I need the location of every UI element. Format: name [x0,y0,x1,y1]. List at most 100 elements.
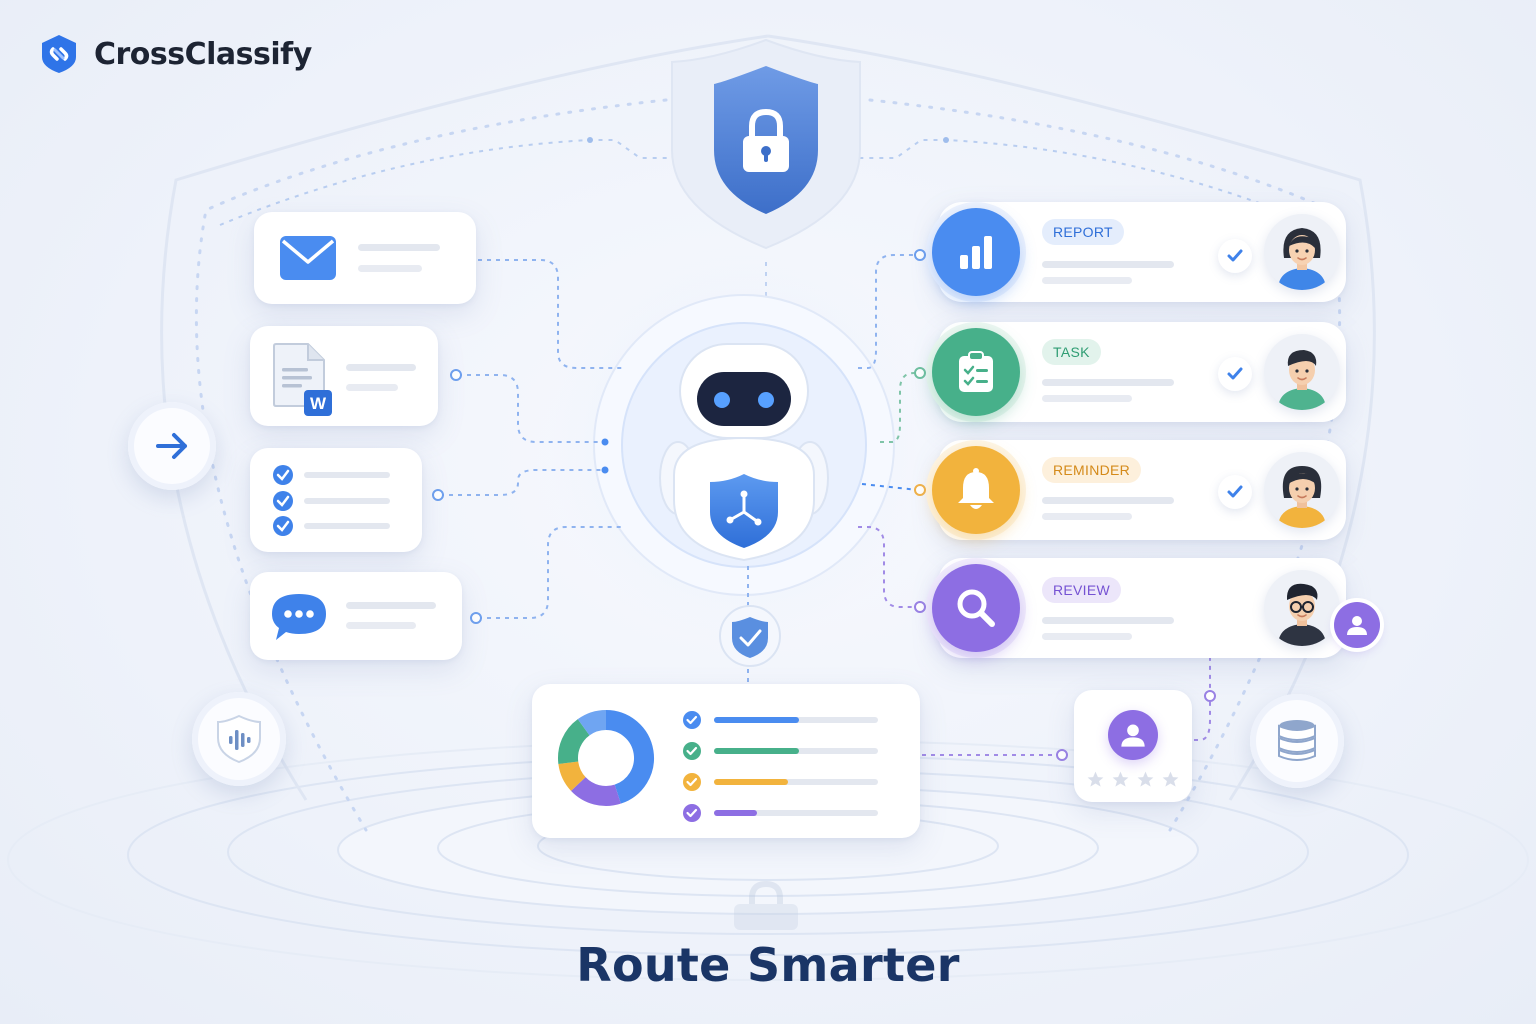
review-icon-circle [932,564,1020,652]
report-icon-circle [932,208,1020,296]
progress-track [714,717,878,723]
forward-arrow-node [128,402,216,490]
input-card-chat [250,572,462,660]
user-icon [1121,724,1145,747]
text-line [1042,497,1174,504]
bell-icon [958,468,994,509]
input-connectors [440,259,625,619]
brand: CrossClassify [38,33,312,75]
text-line [1042,633,1132,640]
output-card-report: REPORT [932,202,1346,302]
output-connectors [858,254,919,608]
task-label: TASK [1042,339,1101,365]
check-circle-icon [683,711,701,729]
text-line [1042,261,1174,268]
progress-fill [714,810,757,816]
report-label: REPORT [1042,219,1124,245]
text-line [346,602,436,609]
text-line [1042,379,1174,386]
reminder-icon-circle [932,446,1020,534]
progress-track [714,779,878,785]
magnifier-icon [957,589,995,627]
output-connector-dots [914,249,926,613]
review-label: REVIEW [1042,577,1122,603]
arrow-right-icon [156,433,187,459]
progress-fill [714,717,799,723]
database-node [1250,694,1344,788]
donut-chart-icon [558,710,654,806]
output-card-task: TASK [932,322,1346,422]
donut-segment [558,719,591,765]
rating-user-circle [1108,710,1158,760]
star-icon [1112,771,1129,787]
check-circle-icon [683,742,701,760]
check-circle-icon [683,773,701,791]
text-line [358,265,422,272]
reviewer-badge [1334,602,1380,648]
rating-card [1074,690,1192,802]
input-card-checklist [250,448,422,552]
text-line [1042,617,1174,624]
faint-lock-icon [734,880,798,930]
text-line [1042,395,1132,402]
input-card-document: W [250,326,438,426]
check-icon [1227,367,1243,380]
report-check-badge [1218,239,1252,273]
rating-stars [1086,770,1180,789]
avatar-man-glasses [1264,570,1340,646]
reminder-check-badge [1218,475,1252,509]
avatar-woman-blue [1264,214,1340,290]
person-avatar-icon [1278,350,1326,410]
clipboard-check-icon [959,351,993,392]
output-card-review: REVIEW [932,558,1380,658]
email-icon [280,236,336,280]
database-icon [1278,720,1316,761]
user-icon [1347,616,1367,635]
checklist-icon [273,465,390,536]
input-connector-dots [432,255,609,624]
progress-fill [714,748,799,754]
progress-track [714,748,878,754]
voice-shield-node [192,692,286,786]
summary-panel [532,684,920,838]
person-avatar-icon [1278,583,1326,646]
text-line [1042,277,1132,284]
routing-robot-icon [659,343,829,562]
bar-chart-icon [960,236,992,269]
brand-name: CrossClassify [94,36,312,72]
text-line [346,364,416,371]
reminder-label: REMINDER [1042,457,1142,483]
security-shield-lock-icon [671,38,861,250]
chat-bubble-icon [272,594,326,640]
check-circle-icon [683,804,701,822]
star-icon [1137,771,1154,787]
star-icon [1087,771,1104,787]
task-icon-circle [932,328,1020,416]
check-icon [1227,249,1243,262]
donut-segment [571,776,621,806]
word-badge-letter: W [310,394,327,413]
verified-shield-icon [719,605,781,667]
headline: Route Smarter [576,938,960,992]
donut-segment [558,760,586,791]
progress-fill [714,779,788,785]
input-card-email [254,212,476,304]
avatar-man-green [1264,334,1340,410]
crossclassify-logo-icon [42,35,76,73]
check-icon [1227,485,1243,498]
task-check-badge [1218,357,1252,391]
person-avatar-icon [1278,228,1326,290]
progress-track [714,810,878,816]
donut-segment [577,710,607,736]
text-line [346,384,398,391]
word-document-icon: W [273,343,332,416]
text-line [358,244,440,251]
avatar-woman-yellow [1264,452,1340,528]
output-card-reminder: REMINDER [932,440,1346,540]
text-line [346,622,416,629]
star-icon [1162,771,1179,787]
person-avatar-icon [1278,466,1326,528]
shield-audio-icon [217,714,261,764]
donut-segment [605,710,654,804]
